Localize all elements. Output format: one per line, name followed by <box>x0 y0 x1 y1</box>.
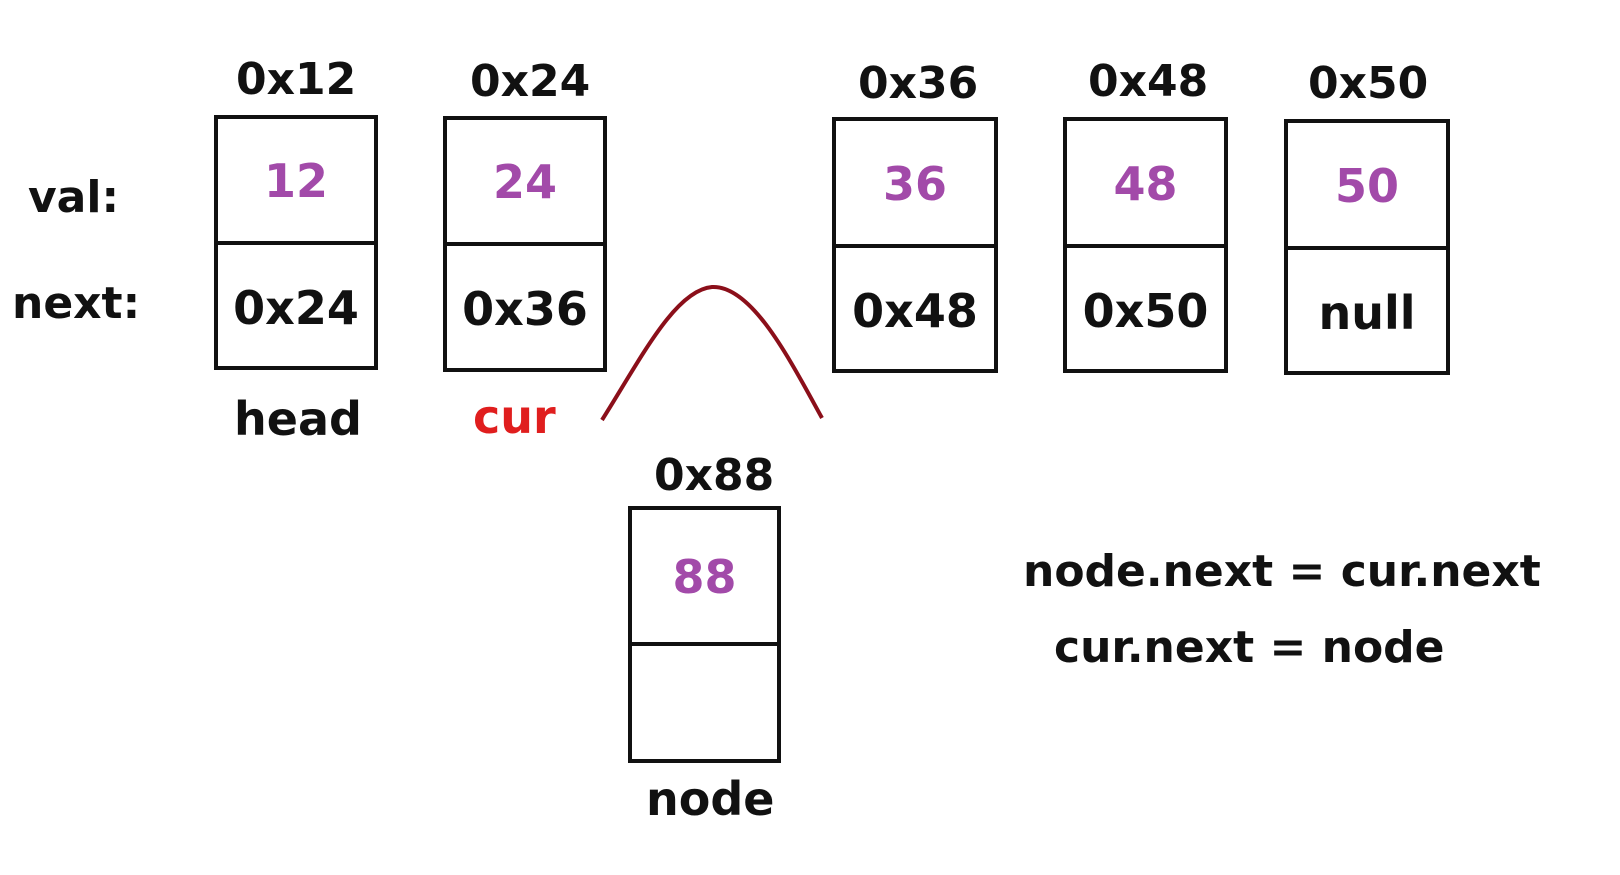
list-node-box: 48 0x50 <box>1063 117 1228 373</box>
node-next-cell: 0x36 <box>447 242 603 372</box>
new-node-val-cell: 88 <box>672 550 737 604</box>
cur-pointer-label: cur <box>473 390 556 444</box>
next-row-label: next: <box>12 278 141 329</box>
code-line-2: cur.next = node <box>1054 622 1445 673</box>
node-next-cell: 0x24 <box>218 241 374 370</box>
node-val-cell: 36 <box>882 156 947 211</box>
node-val-cell: 24 <box>492 155 557 209</box>
node-val-cell: 12 <box>263 154 328 208</box>
list-node-box: 12 0x24 <box>214 115 378 370</box>
list-node-box: 24 0x36 <box>443 116 607 372</box>
node-address-label: 0x48 <box>1088 56 1209 107</box>
node-address-label: 0x12 <box>236 54 357 105</box>
new-node-box: 88 <box>628 506 781 763</box>
new-node-address-label: 0x88 <box>654 450 775 501</box>
node-val-cell: 50 <box>1334 158 1399 213</box>
node-address-label: 0x24 <box>470 56 591 107</box>
list-node-box: 50 null <box>1284 119 1450 375</box>
code-line-1: node.next = cur.next <box>1023 546 1541 597</box>
node-next-cell: 0x48 <box>836 244 994 373</box>
broken-link-arc <box>600 284 824 422</box>
val-row-label: val: <box>28 172 120 223</box>
node-next-cell: null <box>1288 246 1446 375</box>
node-address-label: 0x36 <box>858 58 979 109</box>
new-node-next-cell <box>632 642 777 763</box>
head-pointer-label: head <box>234 392 362 446</box>
node-pointer-label: node <box>646 772 775 826</box>
node-next-cell: 0x50 <box>1067 244 1224 373</box>
list-node-box: 36 0x48 <box>832 117 998 373</box>
node-val-cell: 48 <box>1113 156 1178 211</box>
node-address-label: 0x50 <box>1308 58 1429 109</box>
